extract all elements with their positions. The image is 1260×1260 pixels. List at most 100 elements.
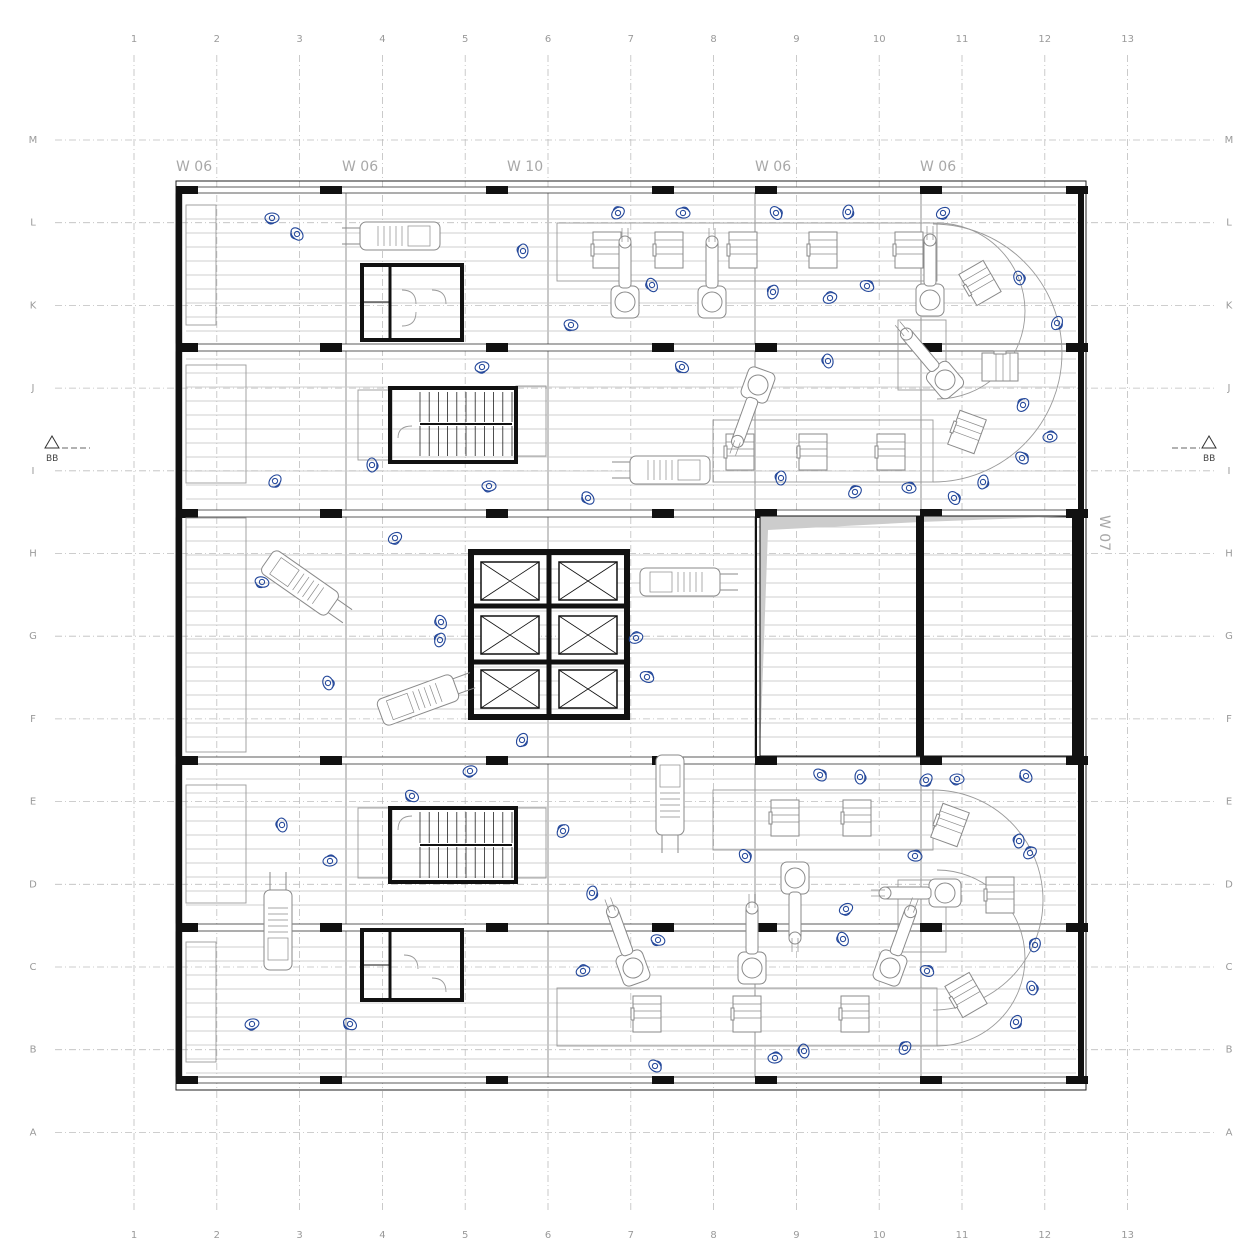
grid-label-col-11-top: 11 — [956, 34, 969, 45]
floor-bands — [175, 186, 1088, 1084]
column-pillar — [652, 1076, 674, 1084]
person-icon — [322, 675, 335, 691]
robot-arm-icon — [894, 321, 965, 400]
grid-label-row-I-left: I — [32, 466, 35, 477]
person-icon — [434, 614, 447, 630]
elevator-cross — [480, 615, 540, 655]
column-pillar — [755, 343, 777, 352]
floor-band — [175, 343, 1087, 352]
robot-arm-icon — [915, 226, 945, 317]
person-icon — [366, 457, 379, 473]
column-pillar — [755, 186, 777, 194]
person-icon — [575, 964, 591, 977]
column-pillar — [1066, 756, 1088, 765]
column-pillar — [486, 923, 508, 932]
grid-label-col-6-bottom: 6 — [545, 1230, 551, 1241]
column-pillar — [320, 923, 342, 932]
robot-arm-icon — [872, 897, 919, 987]
column-pillar — [920, 923, 942, 932]
column-pillar — [176, 756, 198, 765]
person-icon — [1042, 430, 1058, 443]
person-icon — [648, 1059, 662, 1073]
person-icon — [474, 361, 490, 374]
grid-label-row-H-left: H — [29, 549, 37, 560]
core-wc-bottom — [360, 928, 464, 1002]
person-icon — [343, 1017, 357, 1031]
person-icon — [462, 765, 478, 778]
person-icon — [766, 284, 779, 300]
person-icon — [645, 277, 659, 293]
grid-label-row-F-left: F — [30, 714, 36, 725]
forklifts — [261, 221, 738, 971]
person-icon — [977, 474, 990, 490]
grid-label-col-12-bottom: 12 — [1038, 1230, 1051, 1241]
grid-label-row-L-right: L — [1226, 218, 1232, 229]
loading-racks — [185, 204, 247, 1063]
machine-rack — [892, 231, 924, 269]
machine-rack — [726, 231, 758, 269]
person-icon — [1028, 937, 1041, 953]
person-icon — [901, 481, 917, 494]
column-pillar — [1066, 923, 1088, 932]
column-pillar — [652, 343, 674, 352]
grid-label-col-12-top: 12 — [1038, 34, 1051, 45]
people — [244, 204, 1064, 1073]
machine-rack — [944, 971, 988, 1019]
person-icon — [650, 934, 666, 947]
person-icon — [268, 474, 282, 488]
person-icon — [556, 824, 570, 838]
grid-label-row-I-right: I — [1228, 466, 1231, 477]
person-icon — [1050, 315, 1064, 331]
column-pillar — [1066, 509, 1088, 518]
grid-label-row-B-right: B — [1226, 1045, 1233, 1056]
stair-core-lower — [357, 806, 547, 884]
wall-label-top-4: W 06 — [755, 159, 791, 175]
grid-label-col-3-top: 3 — [296, 34, 302, 45]
grid-label-col-11-bottom: 11 — [956, 1230, 969, 1241]
person-icon — [919, 773, 933, 787]
person-icon — [674, 360, 690, 374]
person-icon — [563, 319, 579, 332]
person-icon — [1012, 833, 1025, 849]
person-icon — [1015, 451, 1029, 465]
grid-label-col-7-bottom: 7 — [628, 1230, 634, 1241]
person-icon — [738, 848, 752, 864]
grid-label-row-M-right: M — [1225, 135, 1234, 146]
column-pillar — [920, 509, 942, 518]
person-icon — [848, 485, 862, 499]
robot-arm-icon — [780, 861, 810, 952]
forklift-icon — [612, 455, 711, 485]
column-pillar — [176, 509, 198, 518]
grid-label-row-H-right: H — [1225, 549, 1233, 560]
grid-label-row-C-left: C — [30, 962, 37, 973]
grid-label-row-C-right: C — [1226, 962, 1233, 973]
person-icon — [275, 817, 288, 833]
column-pillar — [486, 343, 508, 352]
wall-label-top-2: W 06 — [342, 159, 378, 175]
column-pillar — [920, 756, 942, 765]
grid-label-col-4-bottom: 4 — [379, 1230, 385, 1241]
person-icon — [404, 789, 420, 803]
machine-rack — [981, 350, 1019, 382]
grid-label-col-7-top: 7 — [628, 34, 634, 45]
column-pillar — [920, 343, 942, 352]
column-pillar — [486, 1076, 508, 1084]
elevator-cross — [480, 561, 540, 601]
forklift-icon — [342, 221, 441, 251]
grid-label-col-1-bottom: 1 — [131, 1230, 137, 1241]
grid-label-row-A-right: A — [1226, 1127, 1233, 1138]
grid-label-col-5-bottom: 5 — [462, 1230, 468, 1241]
person-icon — [628, 631, 644, 644]
column-pillar — [320, 343, 342, 352]
column-pillar — [1066, 186, 1088, 194]
person-icon — [1016, 398, 1030, 412]
grid-label-col-6-top: 6 — [545, 34, 551, 45]
forklift-icon — [376, 672, 476, 726]
column-pillar — [755, 1076, 777, 1084]
grid-label-col-10-bottom: 10 — [873, 1230, 886, 1241]
machine-rack — [630, 995, 662, 1033]
elevator-cross — [558, 561, 618, 601]
grid-label-row-D-right: D — [1225, 879, 1233, 890]
person-icon — [838, 902, 854, 916]
